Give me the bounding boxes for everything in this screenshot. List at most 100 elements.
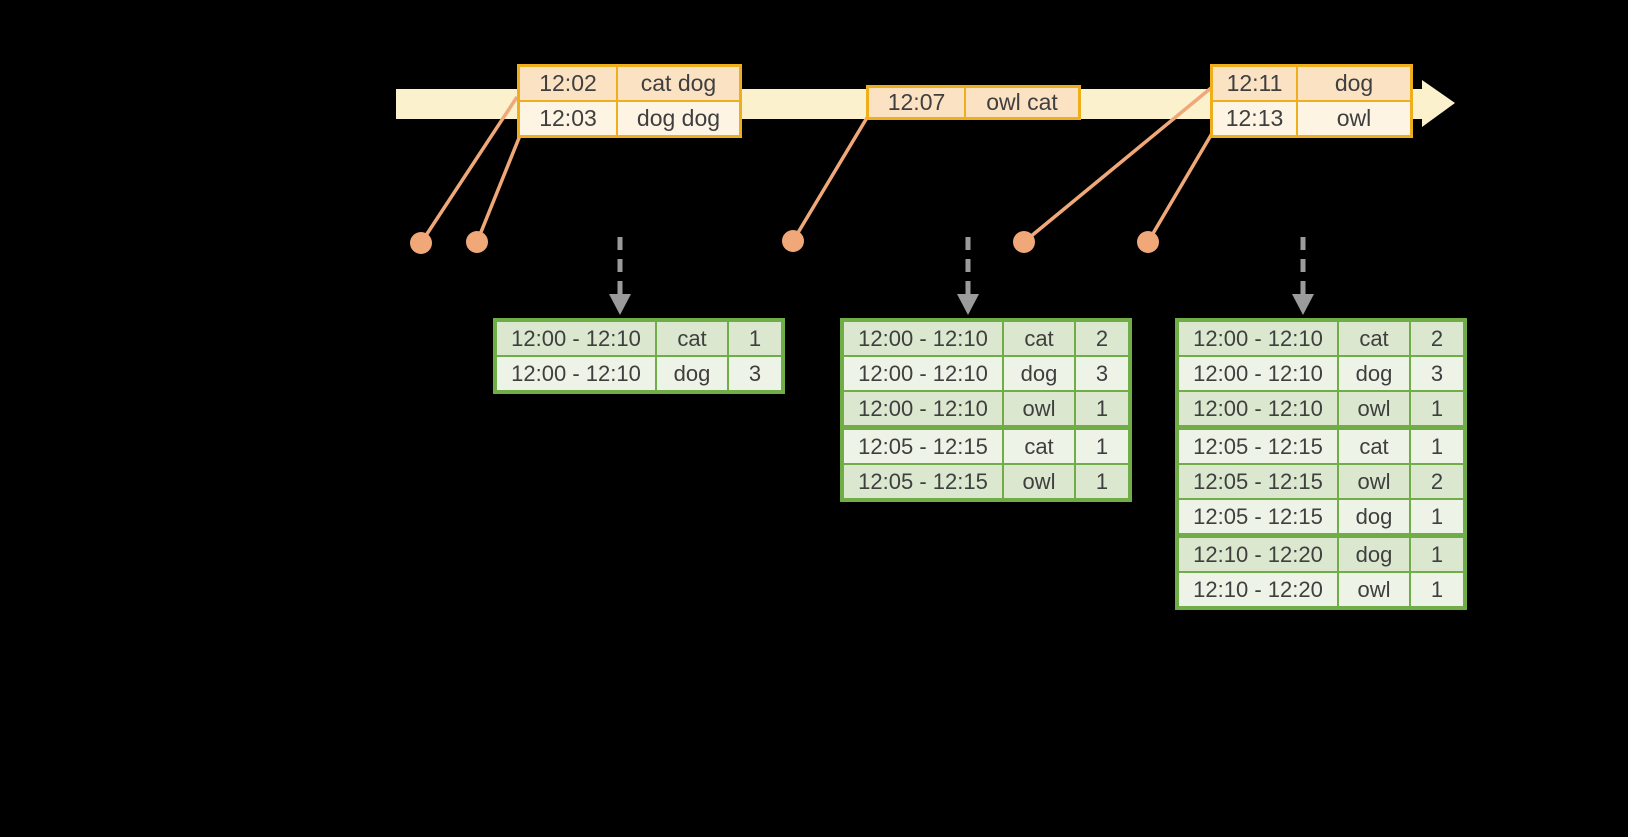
result-table-row: 12:00 - 12:10 cat 1: [494, 319, 784, 357]
result-count-cell: 1: [1074, 425, 1131, 465]
result-table-row: 12:00 - 12:10 dog 3: [494, 355, 784, 393]
event-table-3-body: 12:11 dog 12:13 owl: [1210, 64, 1413, 138]
result-window-cell: 12:05 - 12:15: [841, 425, 1004, 465]
result-word-cell: owl: [1337, 390, 1411, 429]
result-window-cell: 12:00 - 12:10: [1176, 355, 1339, 392]
result-window-cell: 12:00 - 12:10: [841, 319, 1004, 357]
result-window-cell: 12:10 - 12:20: [1176, 571, 1339, 609]
event-dot: [1013, 231, 1035, 253]
event-words-cell: owl: [1296, 100, 1413, 138]
result-count-cell: 1: [1074, 390, 1131, 429]
event-dot: [466, 231, 488, 253]
trigger-arrowhead-icon: [1292, 294, 1314, 315]
result-window-cell: 12:00 - 12:10: [494, 319, 657, 357]
result-table-row: 12:00 - 12:10 dog 3: [841, 355, 1131, 392]
event-connector-line: [791, 115, 870, 242]
event-words-cell: owl cat: [964, 85, 1081, 120]
event-table-2-body: 12:07 owl cat: [866, 85, 1081, 120]
result-word-cell: dog: [1337, 533, 1411, 573]
result-window-cell: 12:05 - 12:15: [1176, 498, 1339, 537]
event-connector-line: [1146, 129, 1216, 243]
result-count-cell: 3: [1409, 355, 1466, 392]
result-word-cell: owl: [1002, 390, 1076, 429]
event-connector-lines: [419, 86, 1216, 244]
result-table-2-body: 12:00 - 12:10 cat 2 12:00 - 12:10 dog 3 …: [841, 319, 1131, 501]
result-window-cell: 12:05 - 12:15: [1176, 463, 1339, 500]
result-window-cell: 12:00 - 12:10: [841, 390, 1004, 429]
result-table-row: 12:05 - 12:15 cat 1: [1176, 425, 1466, 465]
result-table-1: 12:00 - 12:10 cat 1 12:00 - 12:10 dog 3: [493, 318, 785, 394]
event-table-3: 12:11 dog 12:13 owl: [1210, 64, 1413, 138]
result-word-cell: dog: [1002, 355, 1076, 392]
result-table-row: 12:10 - 12:20 dog 1: [1176, 533, 1466, 573]
event-connector-line: [475, 132, 523, 243]
result-table-row: 12:05 - 12:15 dog 1: [1176, 498, 1466, 537]
result-count-cell: 3: [1074, 355, 1131, 392]
result-word-cell: dog: [655, 355, 729, 393]
event-words-cell: cat dog: [616, 64, 742, 102]
event-connector-line: [1022, 86, 1213, 244]
event-table-2: 12:07 owl cat: [866, 85, 1081, 120]
event-time-cell: 12:07: [866, 85, 966, 120]
result-window-cell: 12:00 - 12:10: [1176, 319, 1339, 357]
timeline-arrowhead-icon: [1422, 80, 1455, 127]
result-table-row: 12:05 - 12:15 owl 1: [841, 463, 1131, 501]
result-window-cell: 12:00 - 12:10: [494, 355, 657, 393]
trigger-arrows: [609, 237, 1314, 315]
result-table-row: 12:05 - 12:15 owl 2: [1176, 463, 1466, 500]
result-table-3-body: 12:00 - 12:10 cat 2 12:00 - 12:10 dog 3 …: [1176, 319, 1466, 609]
event-table-row: 12:07 owl cat: [866, 85, 1081, 120]
result-count-cell: 2: [1074, 319, 1131, 357]
result-table-row: 12:00 - 12:10 dog 3: [1176, 355, 1466, 392]
result-word-cell: owl: [1337, 571, 1411, 609]
result-word-cell: dog: [1337, 355, 1411, 392]
event-dots: [410, 230, 1159, 254]
result-table-3: 12:00 - 12:10 cat 2 12:00 - 12:10 dog 3 …: [1175, 318, 1467, 610]
result-word-cell: cat: [1337, 425, 1411, 465]
event-table-1: 12:02 cat dog 12:03 dog dog: [517, 64, 742, 138]
event-time-cell: 12:11: [1210, 64, 1298, 102]
event-table-row: 12:03 dog dog: [517, 100, 742, 138]
result-word-cell: owl: [1002, 463, 1076, 501]
result-table-row: 12:05 - 12:15 cat 1: [841, 425, 1131, 465]
result-count-cell: 1: [1409, 390, 1466, 429]
result-count-cell: 1: [727, 319, 784, 357]
event-table-row: 12:02 cat dog: [517, 64, 742, 102]
event-table-row: 12:13 owl: [1210, 100, 1413, 138]
result-word-cell: cat: [1002, 319, 1076, 357]
event-words-cell: dog: [1296, 64, 1413, 102]
result-window-cell: 12:05 - 12:15: [841, 463, 1004, 501]
result-window-cell: 12:00 - 12:10: [841, 355, 1004, 392]
result-table-row: 12:00 - 12:10 cat 2: [841, 319, 1131, 357]
event-table-1-body: 12:02 cat dog 12:03 dog dog: [517, 64, 742, 138]
result-count-cell: 1: [1409, 425, 1466, 465]
result-word-cell: owl: [1337, 463, 1411, 500]
event-words-cell: dog dog: [616, 100, 742, 138]
trigger-arrowhead-icon: [957, 294, 979, 315]
result-window-cell: 12:10 - 12:20: [1176, 533, 1339, 573]
result-count-cell: 1: [1409, 533, 1466, 573]
trigger-arrowhead-icon: [609, 294, 631, 315]
result-table-row: 12:00 - 12:10 owl 1: [1176, 390, 1466, 429]
result-window-cell: 12:05 - 12:15: [1176, 425, 1339, 465]
result-table-row: 12:10 - 12:20 owl 1: [1176, 571, 1466, 609]
result-table-row: 12:00 - 12:10 owl 1: [841, 390, 1131, 429]
event-time-cell: 12:02: [517, 64, 618, 102]
result-window-cell: 12:00 - 12:10: [1176, 390, 1339, 429]
result-count-cell: 2: [1409, 463, 1466, 500]
event-time-cell: 12:03: [517, 100, 618, 138]
event-connector-line: [419, 96, 519, 244]
result-word-cell: cat: [1002, 425, 1076, 465]
event-dot: [410, 232, 432, 254]
result-count-cell: 1: [1409, 498, 1466, 537]
result-table-2: 12:00 - 12:10 cat 2 12:00 - 12:10 dog 3 …: [840, 318, 1132, 502]
event-time-cell: 12:13: [1210, 100, 1298, 138]
event-table-row: 12:11 dog: [1210, 64, 1413, 102]
result-table-1-body: 12:00 - 12:10 cat 1 12:00 - 12:10 dog 3: [494, 319, 784, 393]
result-word-cell: cat: [655, 319, 729, 357]
event-dot: [1137, 231, 1159, 253]
result-count-cell: 1: [1074, 463, 1131, 501]
result-word-cell: cat: [1337, 319, 1411, 357]
result-count-cell: 2: [1409, 319, 1466, 357]
